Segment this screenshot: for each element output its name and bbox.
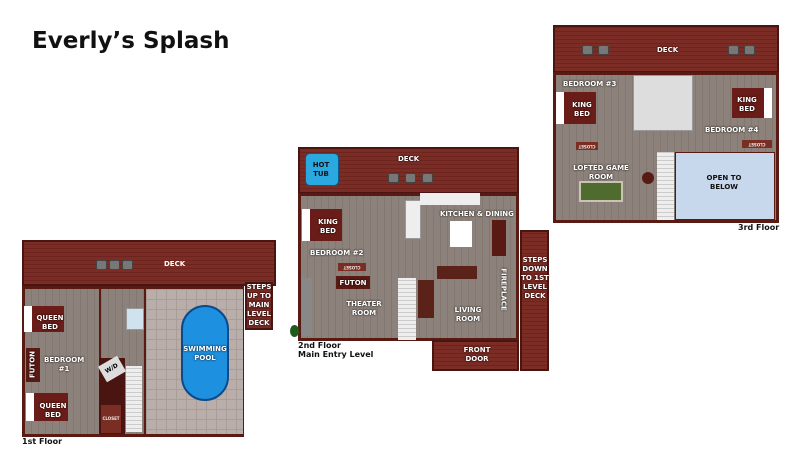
king-bed [732,88,772,118]
kitchen-counter [420,193,480,205]
front-door-label: FRONT DOOR [463,346,491,363]
deck-chair [582,45,593,55]
pool-label: SWIMMING POOL [183,345,227,362]
kitchen-label: KITCHEN & DINING [440,210,514,218]
hot-tub-label: HOT TUB [312,161,330,178]
bedroom-label: BEDROOM #1 [44,356,85,373]
open-to-below [675,152,775,220]
steps [520,230,549,371]
living-room-label: LIVING ROOM [454,306,482,323]
kitchen-island [450,221,472,247]
deck-chair [109,260,120,270]
closet: CLOSET [338,263,366,271]
deck-chair [405,173,416,183]
theater-seats [302,278,312,336]
deck-label: DECK [398,155,420,163]
futon-label: FUTON [28,350,37,379]
stairs [398,278,416,340]
plant-icon [290,325,299,337]
closet: CLOSET [101,405,121,433]
queen-bed [24,306,64,332]
bedroom-label: BEDROOM #3 [563,80,617,88]
open-label: OPEN TO BELOW [706,174,742,191]
floor-label: 3rd Floor [738,223,780,232]
futon [26,348,40,382]
hot-tub [305,153,339,186]
king-bed [556,92,596,124]
bed-label: KING BED [572,101,592,118]
stairs [126,366,142,432]
dining-table [492,220,506,256]
deck-chair [388,173,399,183]
closet: CLOSET [576,142,598,150]
swimming-pool [181,305,229,401]
shower [405,200,421,239]
deck-chair [728,45,739,55]
deck-chair [598,45,609,55]
bathtub [126,308,144,330]
stairs [657,152,674,220]
floor-label: 1st Floor [22,437,63,446]
futon-label: FUTON [339,279,367,287]
queen-bed [26,393,68,421]
closet: CLOSET [742,140,772,148]
game-room-label: LOFTED GAME ROOM [573,164,629,181]
steps-label: STEPS DOWN TO 1ST LEVEL DECK [521,256,549,300]
bed-label: KING BED [737,96,757,113]
steps-label: STEPS UP TO MAIN LEVEL DECK [246,283,272,327]
game-table [642,172,654,184]
sofa [437,266,477,279]
first-floor-deck [22,240,276,286]
king-bed [302,209,342,241]
bed-label: QUEEN BED [39,402,67,419]
fireplace-label: FIREPLACE [499,268,508,311]
steps [245,282,273,330]
futon [336,276,370,289]
bed-label: QUEEN BED [36,314,64,331]
deck-chair [96,260,107,270]
pool-table [579,181,623,202]
front-deck [432,340,519,371]
bedroom-label: BEDROOM #4 [705,126,759,134]
deck-chair [122,260,133,270]
deck-label: DECK [164,260,186,268]
theater-label: THEATER ROOM [346,300,382,317]
floor-label: 2nd Floor [298,341,341,350]
deck-chair [422,173,433,183]
bedroom-label: BEDROOM #2 [310,249,364,257]
deck-chair [744,45,755,55]
sofa [418,280,434,318]
deck-label: DECK [657,46,679,54]
bed-label: KING BED [318,218,338,235]
bathroom [633,75,693,131]
page-title: Everly’s Splash [32,28,230,54]
floor-sublabel: Main Entry Level [298,350,374,359]
